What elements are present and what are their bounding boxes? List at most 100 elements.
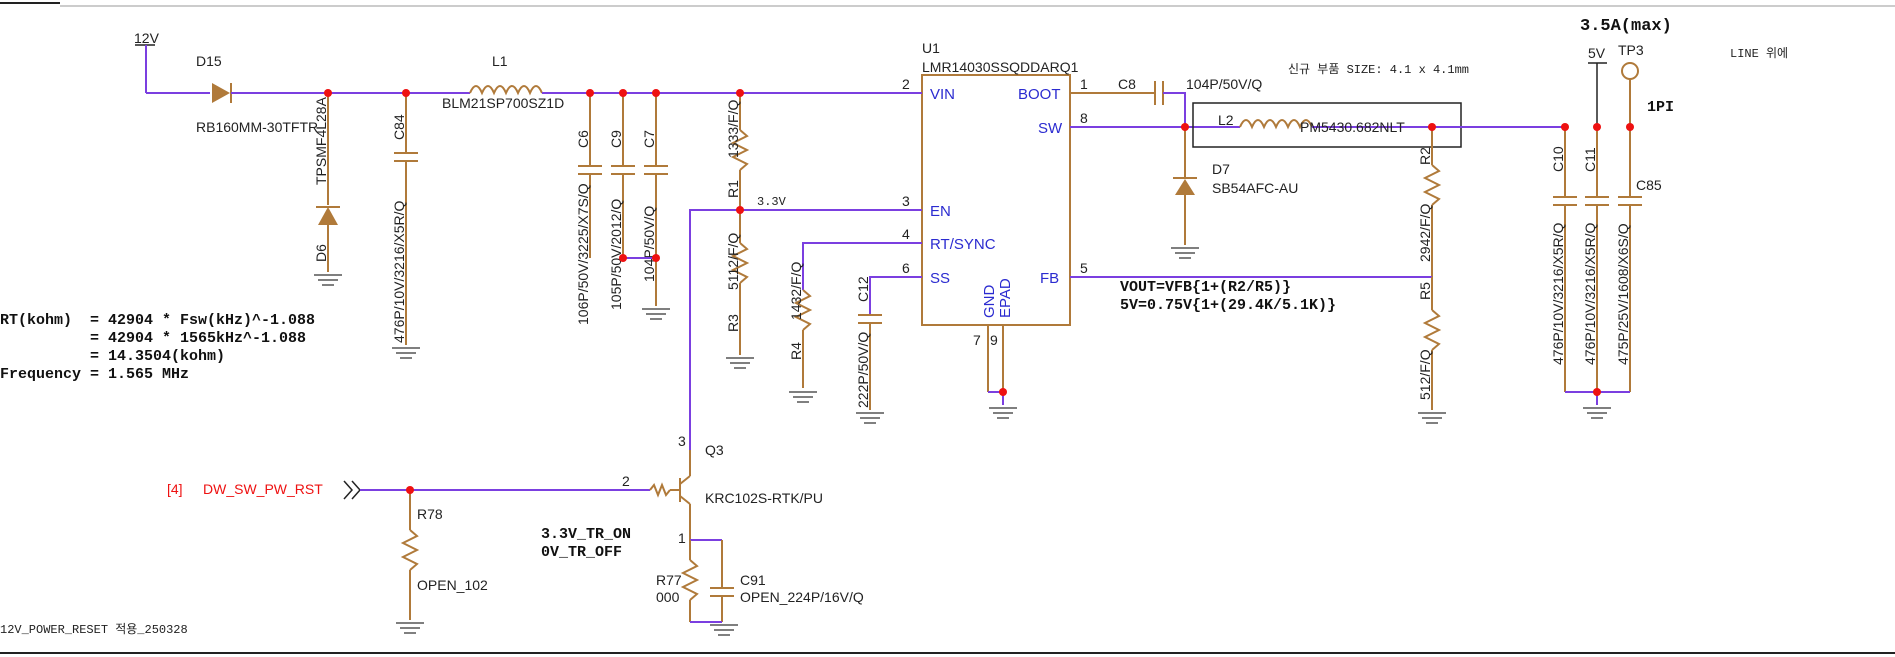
r78-ref: R78 (417, 506, 443, 522)
pin-fb-label: FB (1040, 270, 1059, 287)
pin-gnd-num: 7 (973, 332, 981, 348)
r2-ref: R2 (1417, 147, 1433, 165)
pin-vin-label: VIN (930, 86, 955, 103)
c11-value: 476P/10V/3216/X5R/Q (1582, 222, 1598, 365)
footer-note: 12V_POWER_RESET 적용_250328 (0, 622, 188, 637)
l2-ref: L2 (1218, 112, 1234, 128)
line-note: LINE 위에 (1730, 46, 1788, 61)
part-size-note: 신규 부품 SIZE: 4.1 x 4.1mm (1288, 62, 1469, 77)
r2-value: 2942/F/Q (1417, 204, 1433, 262)
d15-value: RB160MM-30TFTR (196, 119, 318, 135)
c7-ref: C7 (641, 130, 657, 148)
c84-value: 476P/10V/3216/X5R/Q (391, 200, 407, 343)
resistor-r4: 1432/F/Q R4 (788, 242, 900, 403)
rt-formula: RT(kohm) = 42904 * Fsw(kHz)^-1.088 = 429… (0, 312, 315, 383)
signal-port-dw-sw-pw-rst: [4] DW_SW_PW_RST (167, 480, 362, 500)
ic-u1-body (921, 74, 1071, 326)
ground-q3 (710, 624, 738, 636)
pin-sw-num: 8 (1080, 110, 1088, 126)
l2-keepout-box (1192, 102, 1462, 148)
c11-ref: C11 (1582, 147, 1598, 172)
r77-value: 000 (656, 589, 680, 605)
l2-value: PM5430.682NLT (1300, 119, 1405, 135)
c9-ref: C9 (608, 130, 624, 148)
vout-5v-power-port: 5V (1588, 45, 1607, 127)
pin-boot-num: 1 (1080, 76, 1088, 92)
q3-value: KRC102S-RTK/PU (705, 490, 823, 506)
d7-value: SB54AFC-AU (1212, 180, 1298, 196)
current-rating: 3.5A(max) (1580, 17, 1672, 36)
resistor-r5: R5 512/F/Q (1417, 277, 1446, 424)
rt-formula-line-1: RT(kohm) = 42904 * Fsw(kHz)^-1.088 (0, 312, 315, 329)
tvs-diode-d6: TPSMF4L28A D6 (313, 93, 342, 286)
pin-gnd-label: GND (981, 285, 998, 319)
q3-pin-base: 2 (622, 473, 630, 489)
capacitor-c6: C6 106P/50V/3225/X7S/Q (575, 93, 602, 325)
diode-d15: D15 RB160MM-30TFTR (196, 53, 318, 135)
pin-ss-label: SS (930, 270, 950, 287)
ferrite-l1: L1 BLM21SP700SZ1D (442, 53, 564, 111)
capacitor-c7: C7 104P/50V/Q (641, 93, 668, 306)
q3-pin-collector: 3 (678, 433, 686, 449)
pin-sw-label: SW (1038, 120, 1063, 137)
ic-u1: U1 LMR14030SSQDDARQ1 VIN EN RT/SYNC SS B… (900, 40, 1088, 419)
vout-formula-1: VOUT=VFB{1+(R2/R5)} (1120, 279, 1291, 296)
pin-vin-num: 2 (902, 76, 910, 92)
capacitor-c84: C84 476P/10V/3216/X5R/Q (391, 93, 420, 359)
c84-ref: C84 (391, 114, 407, 140)
resistor-r2: R2 2942/F/Q (1417, 127, 1442, 277)
rt-formula-line-4: Frequency = 1.565 MHz (0, 366, 189, 383)
wire-en-to-q3 (689, 209, 740, 450)
transistor-q3: Q3 KRC102S-RTK/PU 2 3 1 (622, 433, 823, 546)
capacitor-c8: C8 104P/50V/Q (1070, 76, 1262, 127)
resistor-r78: R78 OPEN_102 (396, 490, 488, 634)
c12-ref: C12 (855, 276, 871, 302)
r5-ref: R5 (1417, 282, 1433, 300)
pin-en-label: EN (930, 203, 951, 220)
capacitor-c91: C91 OPEN_224P/16V/Q (710, 540, 864, 622)
c6-value: 106P/50V/3225/X7S/Q (575, 183, 591, 325)
pin-en-num: 3 (902, 193, 910, 209)
inductor-l2: L2 PM5430.682NLT (1192, 102, 1565, 148)
vin-12v-power-port: 12V (134, 30, 160, 93)
ground-out (1583, 407, 1611, 419)
c8-ref: C8 (1118, 76, 1136, 92)
l1-value: BLM21SP700SZ1D (442, 95, 564, 111)
d6-value: TPSMF4L28A (313, 96, 329, 185)
rt-formula-line-3: = 14.3504(kohm) (0, 348, 225, 365)
c12-value: 222P/50V/Q (855, 332, 871, 408)
pin-boot-label: BOOT (1018, 86, 1061, 103)
junction-dots (324, 89, 1634, 494)
r3-value: 5112/F/Q (725, 233, 741, 290)
capacitor-c12: C12 222P/50V/Q (855, 276, 900, 424)
capacitor-c10: C10 476P/10V/3216/X5R/Q (1550, 127, 1577, 392)
tp3-ref: TP3 (1618, 42, 1644, 58)
c91-ref: C91 (740, 572, 766, 588)
r1-value: 1333/F/Q (725, 100, 741, 158)
tr-off-note: 0V_TR_OFF (541, 544, 622, 561)
ic-u1-part: LMR14030SSQDDARQ1 (922, 59, 1079, 75)
c8-value: 104P/50V/Q (1186, 76, 1262, 92)
vin-12v-label: 12V (134, 30, 160, 46)
c85-ref: C85 (1636, 177, 1662, 193)
r4-ref: R4 (788, 342, 804, 360)
q3-ref: Q3 (705, 442, 724, 458)
c91-value: OPEN_224P/16V/Q (740, 589, 864, 605)
r4-value: 1432/F/Q (788, 262, 804, 320)
d15-ref: D15 (196, 53, 222, 69)
pin-fb-num: 5 (1080, 260, 1088, 276)
c6-ref: C6 (575, 130, 591, 148)
signal-name: DW_SW_PW_RST (203, 481, 323, 497)
d6-ref: D6 (313, 244, 329, 262)
l1-ref: L1 (492, 53, 508, 69)
resistor-r1: 1333/F/Q R1 (725, 93, 750, 210)
ic-u1-ref: U1 (922, 40, 940, 56)
c9-value: 105P/50V/2012/Q (608, 199, 624, 310)
capacitor-c11: C11 476P/10V/3216/X5R/Q (1582, 127, 1609, 392)
r77-ref: R77 (656, 572, 682, 588)
r5-value: 512/F/Q (1417, 349, 1433, 400)
rt-formula-line-2: = 42904 * 1565kHz^-1.088 (0, 330, 306, 347)
vout-formula-2: 5V=0.75V{1+(29.4K/5.1K)} (1120, 297, 1336, 314)
q3-pin-emitter: 1 (678, 530, 686, 546)
